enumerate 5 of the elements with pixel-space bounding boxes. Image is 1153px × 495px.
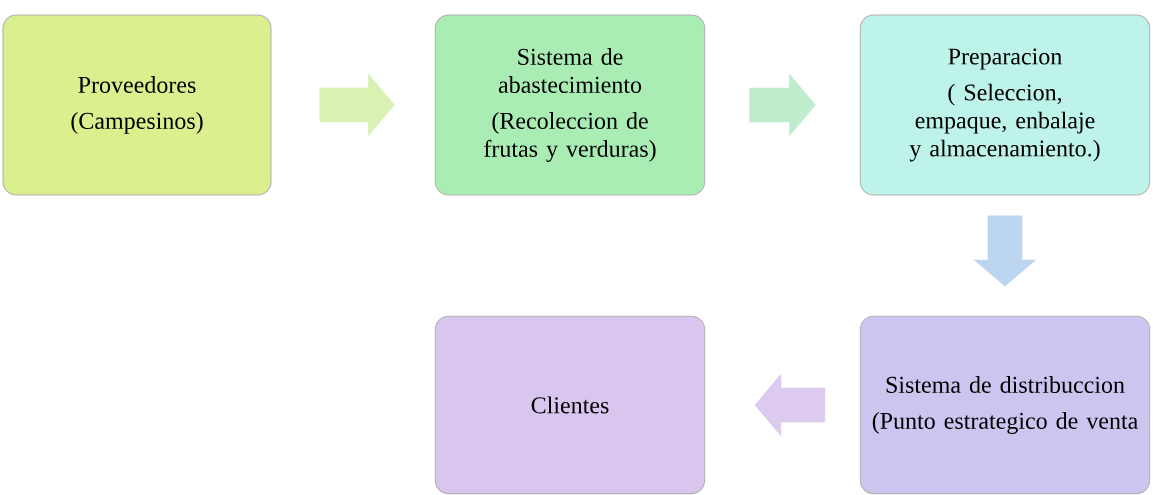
process-box: Preparacion ( Seleccion, empaque, enbalaje y almacenamiento.) [859,14,1151,196]
process-box: Sistema de distribuccion (Punto estrategico de venta [859,315,1151,495]
process-box: Clientes [434,315,706,495]
process-box: Sistema de abastecimiento (Recoleccion de frutas y verduras) [434,14,706,196]
process-box: Proveedores (Campesinos) [2,14,272,196]
